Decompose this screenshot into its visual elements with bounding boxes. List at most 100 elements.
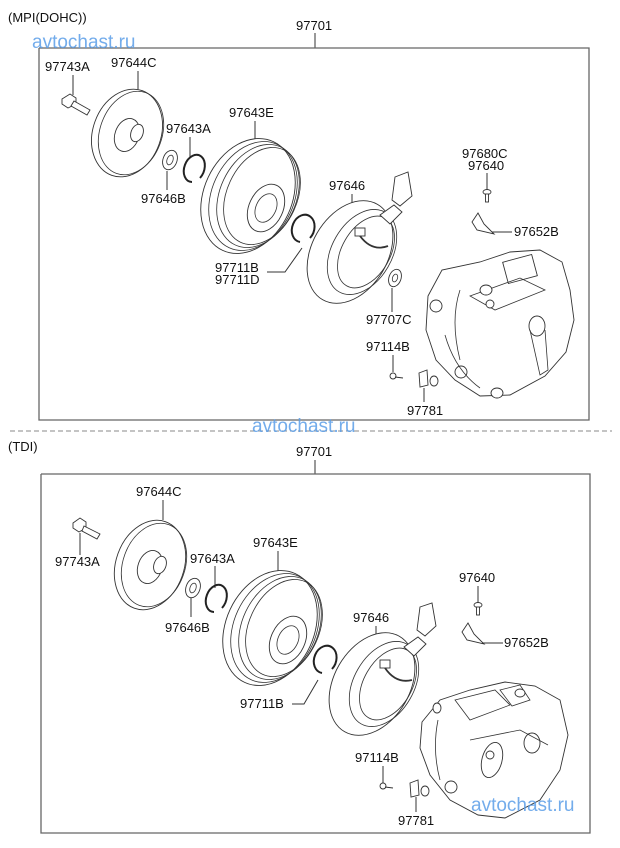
compressor-valve xyxy=(499,684,531,707)
hub-97644C[interactable]: 97644C xyxy=(80,55,175,187)
leader xyxy=(292,679,319,705)
compressor-port xyxy=(523,732,541,754)
compressor-tdi[interactable] xyxy=(419,681,569,819)
shim-97646B[interactable]: 97646B xyxy=(165,576,210,635)
compressor-contour xyxy=(435,719,441,781)
mount-ear xyxy=(444,780,458,794)
coil-wire xyxy=(359,235,389,249)
bolt-97743A[interactable]: 97743A xyxy=(45,59,91,116)
compressor-mpi[interactable] xyxy=(425,249,575,399)
snap-ring-97643A[interactable]: 97643A xyxy=(166,121,211,183)
bracket-97652B[interactable]: 97652B xyxy=(471,212,559,239)
snap-ring-icon xyxy=(312,644,338,674)
bolt-shaft-icon xyxy=(81,525,101,540)
label-97643E: 97643E xyxy=(253,535,298,550)
shim-hole xyxy=(189,582,197,594)
bolt-shaft-icon xyxy=(70,100,91,116)
coil-97646[interactable]: 97646 xyxy=(312,602,437,751)
pulley-bearing xyxy=(246,183,286,233)
section-title-mpi: (MPI(DOHC)) xyxy=(8,10,87,25)
section-tdi: (TDI) 97701 97743A 97644C 97646B xyxy=(8,439,591,834)
shim-icon xyxy=(162,149,178,171)
label-97640: 97640 xyxy=(459,570,495,585)
mount-ear xyxy=(432,702,442,714)
screw-97640[interactable]: 97680C 97640 xyxy=(462,146,508,203)
label-97652B: 97652B xyxy=(504,635,549,650)
label-97644C: 97644C xyxy=(111,55,157,70)
label-97707C: 97707C xyxy=(366,312,412,327)
leader xyxy=(267,247,303,273)
snap-ring-icon xyxy=(204,583,228,613)
bracket-icon xyxy=(471,212,496,235)
label-97646B: 97646B xyxy=(141,191,186,206)
watermark-middle: avtochast.ru xyxy=(252,416,356,437)
label-97644C: 97644C xyxy=(136,484,182,499)
label-97781: 97781 xyxy=(407,403,443,418)
label-97781: 97781 xyxy=(398,813,434,828)
compressor-bolt xyxy=(479,284,493,296)
pulley-bore xyxy=(276,625,300,655)
shim-hole xyxy=(166,154,174,166)
pulley-bore xyxy=(254,193,278,223)
coil-inner xyxy=(348,641,420,727)
coil-wire xyxy=(384,667,413,682)
label-97646: 97646 xyxy=(353,610,389,625)
clamp-icon xyxy=(418,369,429,388)
assembly-frame-mpi xyxy=(38,47,590,421)
label-97711D: 97711D xyxy=(215,272,260,287)
clamp-97781[interactable]: 97781 xyxy=(398,779,434,828)
snap-ring-97643A[interactable]: 97643A xyxy=(190,551,235,613)
label-97652B: 97652B xyxy=(514,224,559,239)
compressor-body-icon xyxy=(425,249,575,397)
label-97640: 97640 xyxy=(468,158,504,173)
section-mpi: (MPI(DOHC)) 97701 97743A 97644C 97646B xyxy=(8,10,590,421)
connector-icon xyxy=(391,171,413,207)
label-97680C: 97680C xyxy=(462,146,508,161)
pulley-groove xyxy=(223,147,301,245)
seal-97707C[interactable]: 97707C xyxy=(366,267,412,327)
pulley-groove xyxy=(208,141,298,251)
bracket-icon xyxy=(461,622,486,645)
clamp-eye xyxy=(420,785,430,797)
assembly-label-tdi: 97701 xyxy=(296,444,332,459)
compressor-port xyxy=(528,315,546,337)
clamp-icon xyxy=(409,779,420,798)
label-97643A: 97643A xyxy=(190,551,235,566)
label-97114B: 97114B xyxy=(366,339,410,354)
pulley-bearing xyxy=(268,615,308,665)
compressor-bolt xyxy=(514,688,526,698)
screw-97640[interactable]: 97640 xyxy=(459,570,495,616)
assembly-label-mpi: 97701 xyxy=(296,18,332,33)
compressor-contour xyxy=(469,729,549,746)
compressor-contour xyxy=(444,334,481,389)
clamp-97781[interactable]: 97781 xyxy=(407,369,443,418)
bolt-shaft xyxy=(394,376,404,379)
coil-terminal xyxy=(379,659,391,669)
compressor-port xyxy=(485,750,495,760)
compressor-plate xyxy=(480,741,504,779)
compressor-arm xyxy=(529,329,549,376)
pulley-97643E[interactable]: 97643E xyxy=(205,535,338,701)
snap-ring-97711B[interactable]: 97711B xyxy=(240,644,338,711)
screw-shaft xyxy=(485,193,489,203)
pulley-97643E[interactable]: 97643E xyxy=(183,105,316,269)
bolt-97114B[interactable]: 97114B xyxy=(366,339,410,380)
mount-ear xyxy=(490,387,504,399)
shim-97646B[interactable]: 97646B xyxy=(141,148,186,206)
seal-icon xyxy=(388,268,402,288)
bracket-97652B[interactable]: 97652B xyxy=(461,622,549,650)
hub-rim xyxy=(97,90,165,176)
watermark-top: avtochast.ru xyxy=(32,32,136,53)
hub-97644C[interactable]: 97644C xyxy=(102,484,198,620)
watermark-bottom: avtochast.ru xyxy=(471,795,575,816)
snap-ring-97711B[interactable]: 97711B 97711D xyxy=(215,213,316,287)
bolt-97743A[interactable]: 97743A xyxy=(55,517,101,569)
bolt-97114B[interactable]: 97114B xyxy=(355,750,399,790)
snap-ring-icon xyxy=(182,153,206,183)
label-97643A: 97643A xyxy=(166,121,211,136)
label-97743A: 97743A xyxy=(45,59,90,74)
label-97743A: 97743A xyxy=(55,554,100,569)
coil-97646[interactable]: 97646 xyxy=(290,171,413,319)
compressor-head xyxy=(454,689,511,721)
